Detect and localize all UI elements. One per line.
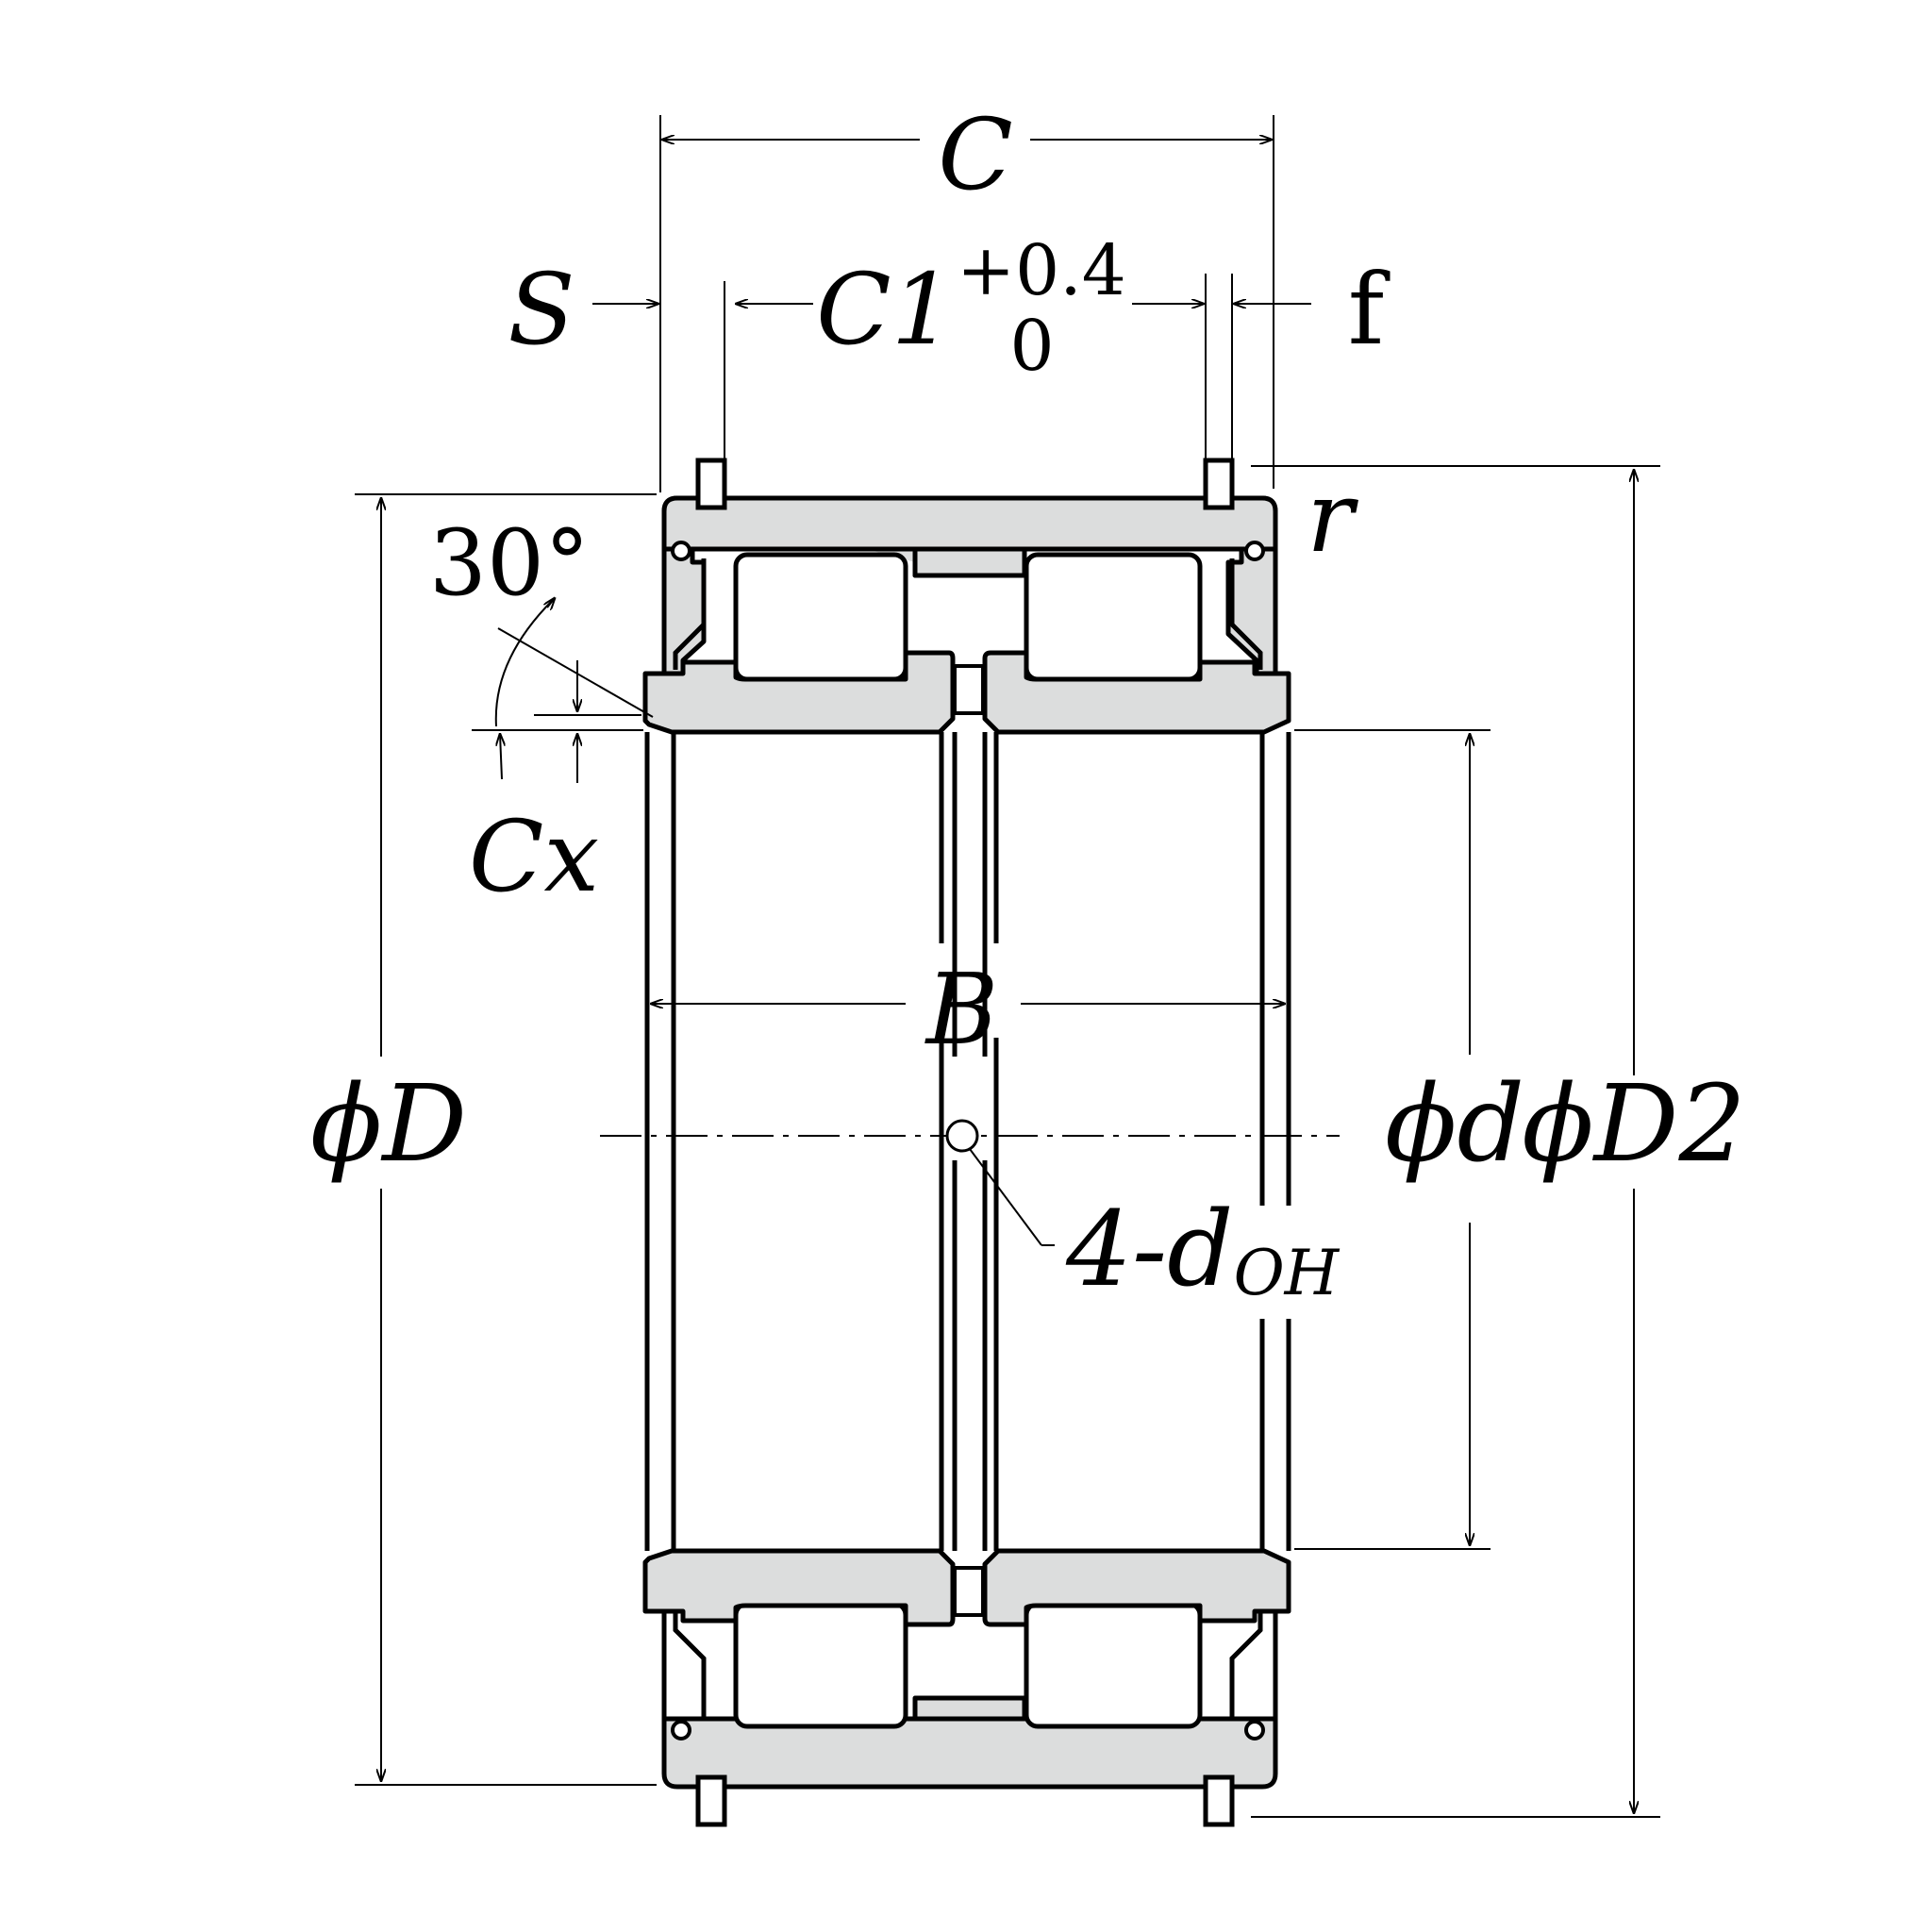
label-phid: ϕd bbox=[1385, 1063, 1524, 1186]
outer-ring-bottom bbox=[661, 1604, 1278, 1827]
inner-ring-top bbox=[642, 650, 1291, 735]
label-C1: C1 bbox=[816, 252, 954, 367]
label-holes: 4-dOH bbox=[1065, 1189, 1341, 1309]
dim-C1 bbox=[736, 274, 1233, 458]
label-angle: 30° bbox=[429, 510, 590, 616]
dim-phid bbox=[1294, 729, 1491, 1550]
label-phiD2: ϕD2 bbox=[1522, 1063, 1745, 1186]
label-f: f bbox=[1348, 252, 1391, 367]
label-holes-main: 4-d bbox=[1065, 1189, 1234, 1309]
dim-chamfer bbox=[472, 598, 654, 783]
label-tol-plus: +0.4 bbox=[957, 230, 1126, 311]
dim-C bbox=[659, 115, 1274, 492]
label-phiD: ϕD bbox=[310, 1063, 467, 1186]
dim-S bbox=[592, 281, 725, 458]
inner-ring-bottom bbox=[642, 1548, 1291, 1627]
label-tol-zero: 0 bbox=[1009, 306, 1054, 387]
label-C: C bbox=[938, 97, 1013, 212]
bore-walls bbox=[644, 732, 1291, 1551]
label-Cx: Cx bbox=[469, 799, 599, 914]
label-r: r bbox=[1307, 459, 1358, 575]
outer-ring-top bbox=[661, 458, 1278, 682]
rollers bbox=[733, 552, 1203, 1729]
lube-hole-icon bbox=[945, 1119, 979, 1153]
label-S: S bbox=[508, 252, 575, 367]
label-holes-sub: OH bbox=[1234, 1237, 1341, 1309]
dim-phiD2 bbox=[1251, 465, 1660, 1818]
label-B: B bbox=[924, 952, 998, 1067]
holes-leader bbox=[969, 1148, 1042, 1246]
dim-phiD bbox=[355, 493, 657, 1786]
